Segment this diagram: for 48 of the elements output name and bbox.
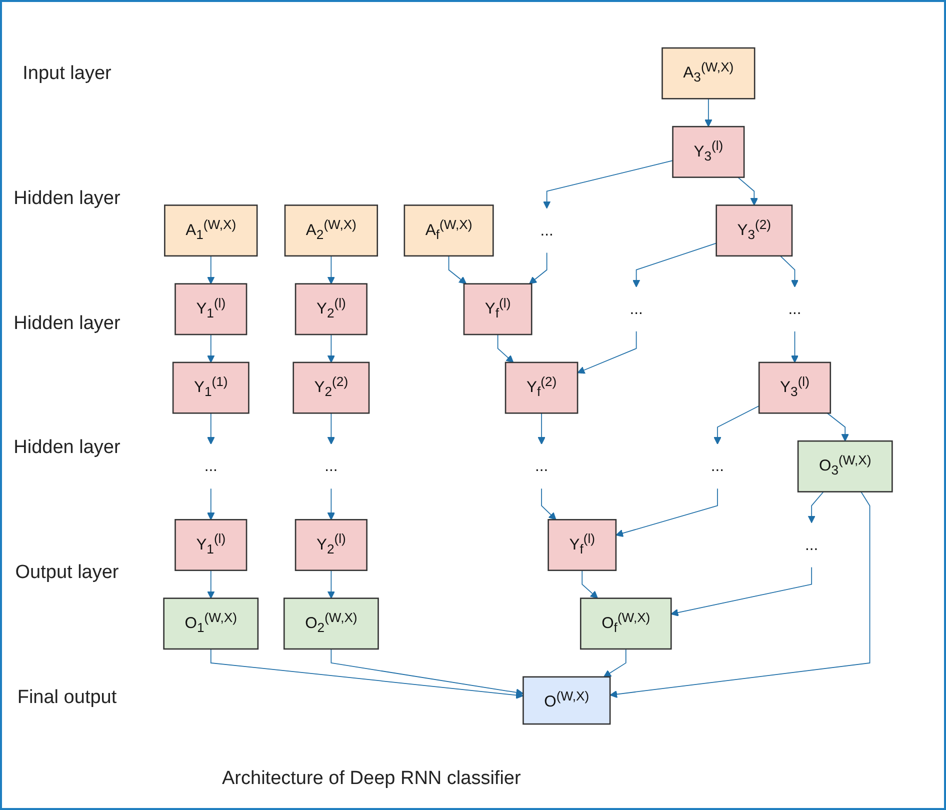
arrow (207, 488, 215, 520)
arrow (582, 570, 598, 599)
arrow (327, 488, 336, 520)
arrow (603, 648, 626, 678)
node-text: ... (805, 536, 818, 554)
node-text: ... (540, 221, 554, 239)
node-text: ... (630, 300, 643, 318)
arrow (616, 488, 718, 537)
arrow (207, 570, 215, 599)
arrow (737, 176, 758, 206)
arrow (448, 255, 467, 284)
arrow (529, 252, 548, 284)
arrow (327, 570, 336, 599)
node-text: ... (710, 457, 724, 475)
node-text: ... (204, 457, 218, 475)
node-text: ... (788, 300, 802, 318)
arrow (670, 566, 812, 616)
arrow (632, 242, 717, 288)
row-label: Input layer (22, 63, 112, 86)
arrow (327, 255, 336, 284)
arrow (714, 405, 760, 444)
arrow (826, 412, 849, 442)
arrow (330, 648, 524, 696)
arrow (808, 491, 824, 524)
arrow (790, 330, 799, 363)
row-label: Hidden layer (12, 312, 122, 335)
arrow (210, 648, 524, 699)
arrow (207, 412, 215, 444)
arrow (780, 255, 799, 288)
row-label: Output layer (14, 562, 120, 584)
node-text: ... (534, 457, 548, 475)
arrow (610, 491, 870, 698)
arrow (207, 334, 215, 363)
arrow (327, 412, 336, 444)
row-label: Final output (16, 686, 118, 709)
node-text: ... (324, 457, 338, 475)
row-label: Hidden layer (12, 437, 122, 460)
arrow (327, 334, 336, 363)
arrow (577, 330, 637, 374)
row-label: Hidden layer (12, 188, 122, 210)
arrow (497, 334, 514, 363)
arrow (207, 255, 215, 284)
caption: Architecture of Deep RNN classifier (221, 767, 522, 791)
arrow (704, 98, 712, 127)
arrow (541, 488, 556, 520)
arrow (542, 160, 674, 209)
arrow (538, 412, 546, 444)
node-box: O$^{(W,X)}$ (522, 676, 611, 725)
